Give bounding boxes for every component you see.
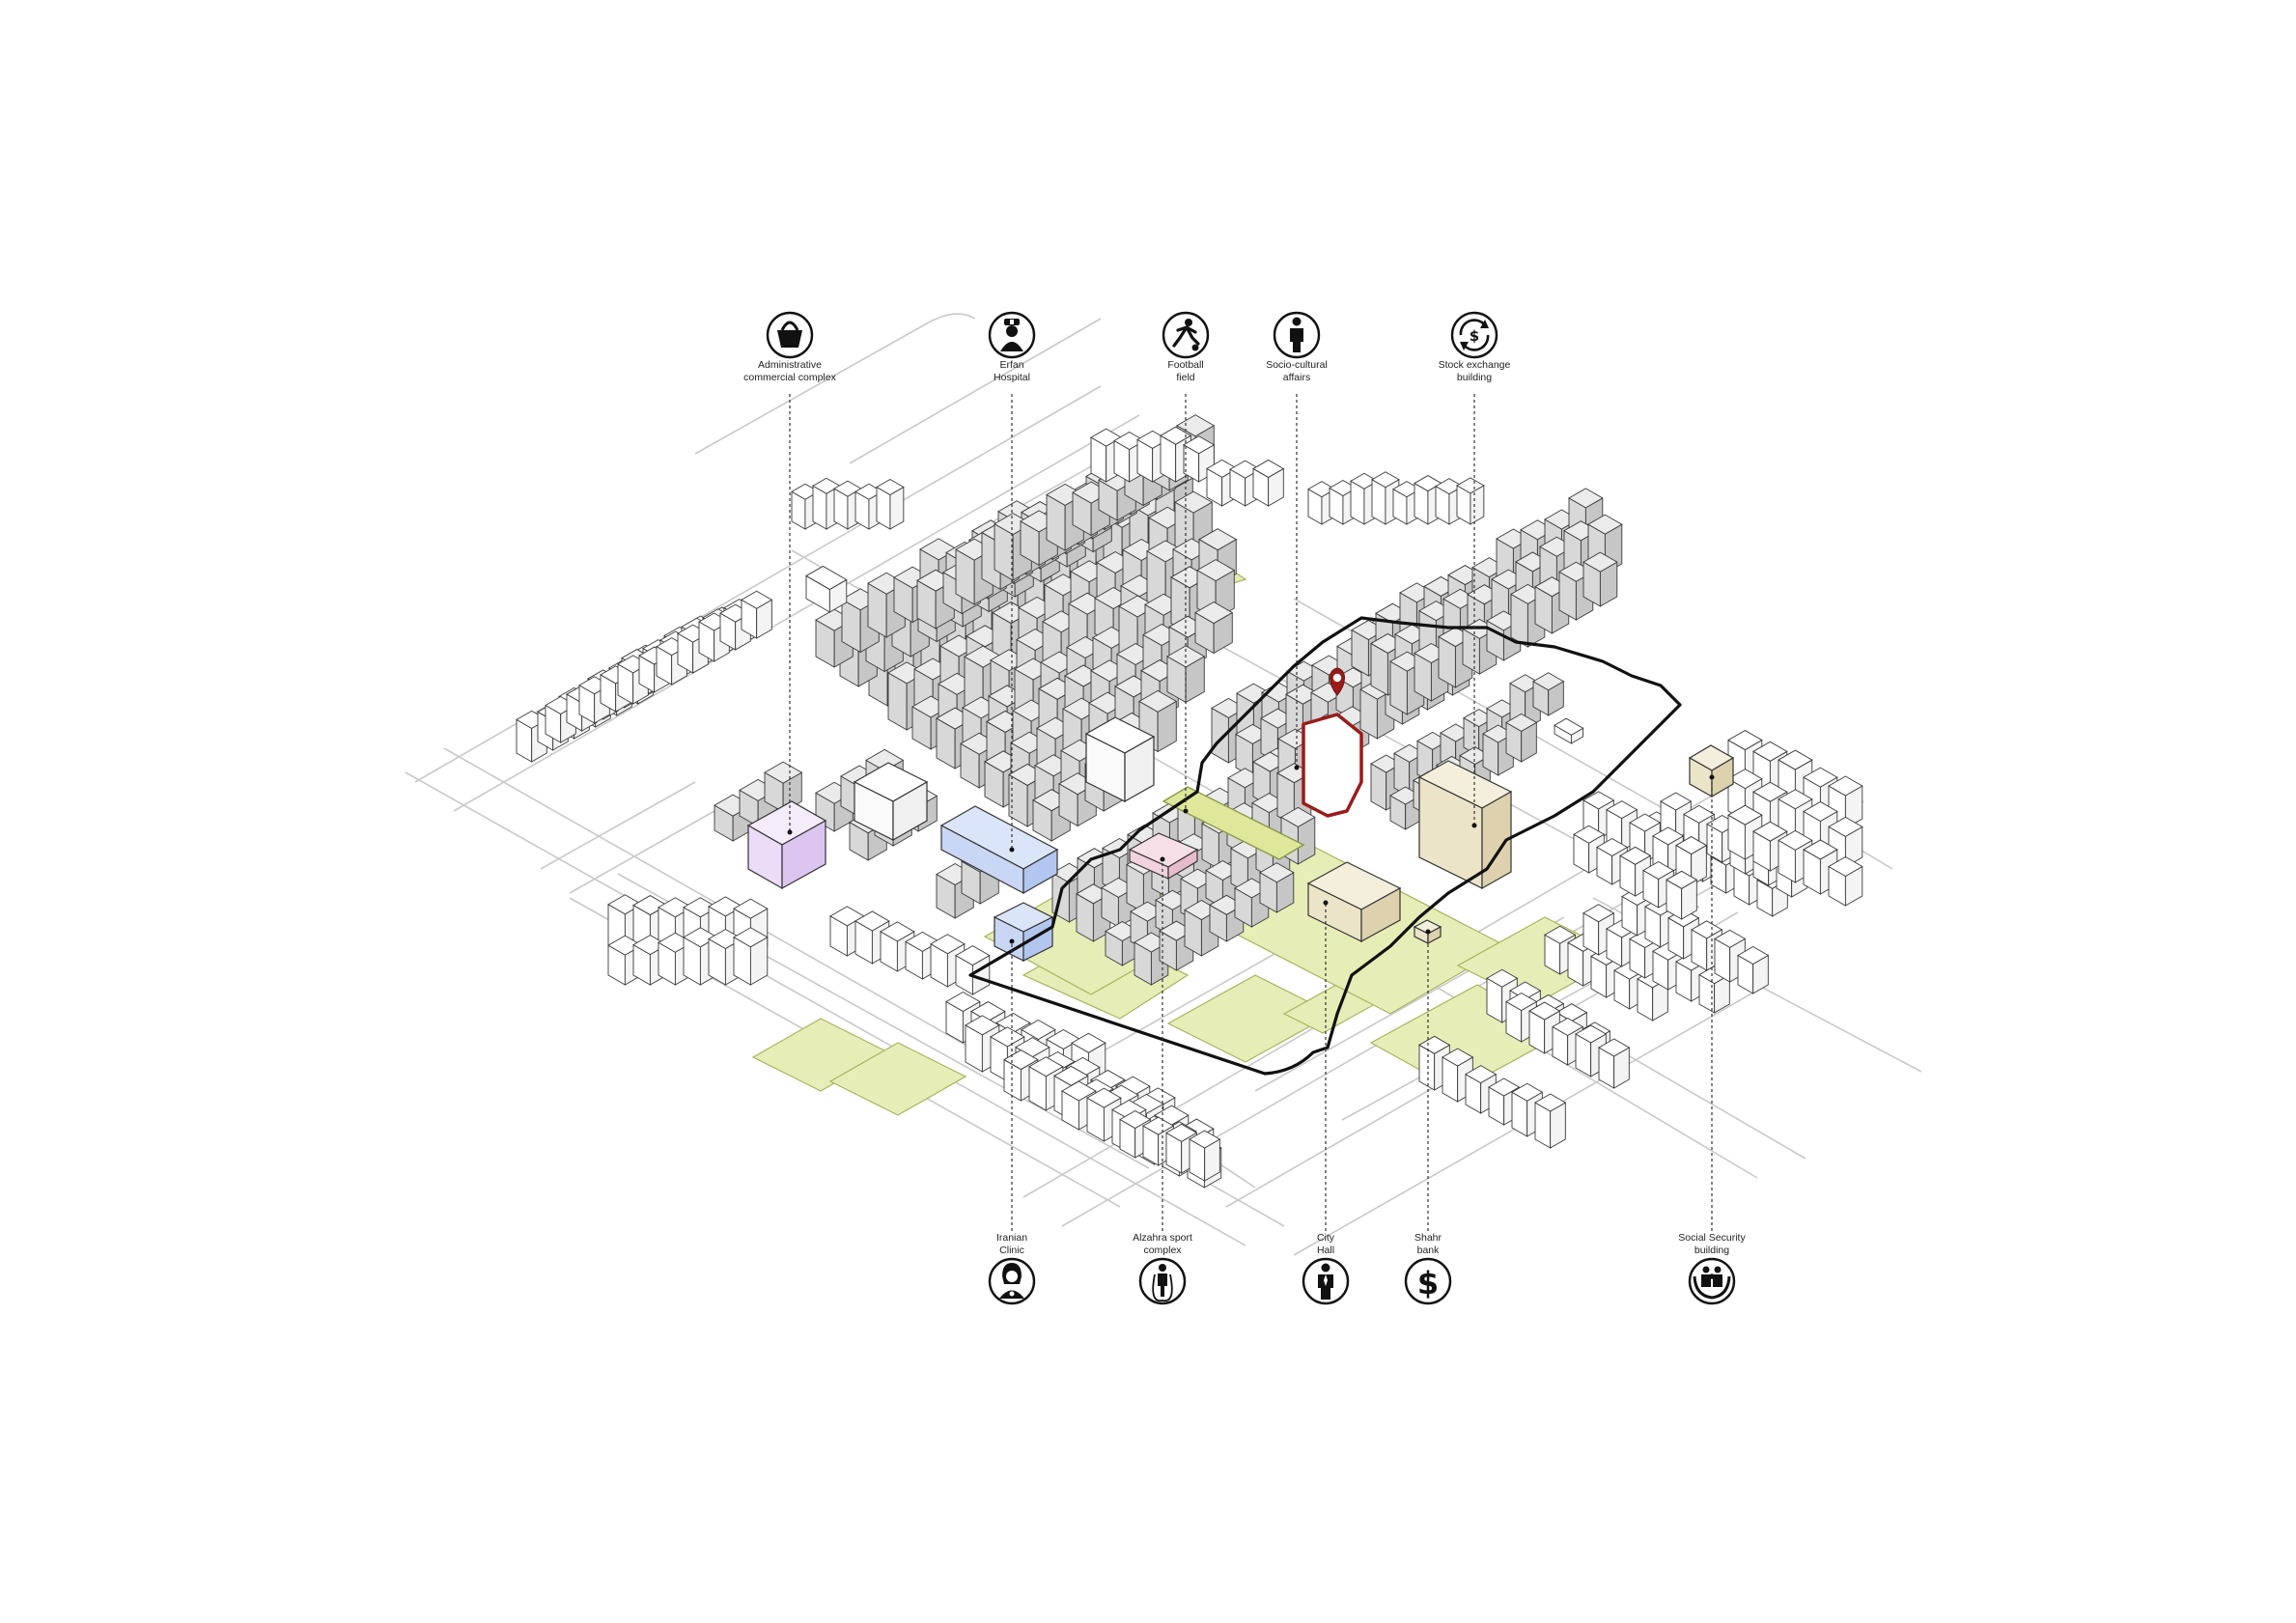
label-line2: complex	[1143, 1245, 1182, 1256]
erfan-hospital-building	[939, 805, 1059, 895]
label-line1: City	[1317, 1232, 1335, 1244]
label-administrative-complex: Administrative commercial complex	[743, 311, 837, 383]
context-building	[741, 590, 773, 639]
administrative-complex-building	[746, 800, 827, 890]
label-line2: affairs	[1283, 372, 1310, 383]
football-player-icon	[1172, 319, 1200, 351]
context-building	[1737, 945, 1770, 994]
label-line2: building	[1457, 372, 1492, 383]
currency-exchange-icon: $	[1459, 319, 1490, 351]
label-alzahra-sport: Alzahra sport complex	[1133, 1232, 1192, 1305]
context-building	[1196, 559, 1236, 620]
shopping-basket-icon	[777, 321, 802, 348]
label-line1: Socio-cultural	[1266, 359, 1328, 371]
stock-exchange-building	[1417, 760, 1513, 890]
label-shahr-bank: Shahr bank $	[1404, 1232, 1452, 1305]
label-line1: Alzahra sport	[1133, 1232, 1192, 1244]
context-building	[1505, 713, 1538, 763]
label-erfan-hospital: Erfan Hospital	[988, 311, 1036, 383]
leader-lines	[787, 394, 1715, 1231]
label-football-field: Football field	[1162, 311, 1210, 383]
label-line1: Football	[1167, 359, 1203, 371]
white-tower-west	[853, 762, 929, 842]
context-building	[955, 945, 991, 995]
label-line2: building	[1694, 1245, 1729, 1256]
white-tower-center	[1084, 716, 1156, 803]
project-site-outline	[1302, 713, 1363, 818]
label-line2: Hospital	[994, 372, 1030, 383]
label-line2: Hall	[1317, 1245, 1334, 1256]
context-building	[1194, 602, 1234, 655]
context-buildings	[516, 414, 1863, 1189]
doctor-icon	[999, 1263, 1024, 1299]
context-building	[1259, 862, 1295, 913]
context-building	[930, 934, 966, 988]
context-building	[1189, 1130, 1221, 1182]
context-building	[1666, 870, 1698, 920]
label-city-hall: City Hall	[1302, 1232, 1350, 1305]
context-building	[876, 478, 905, 530]
context-building	[1465, 1065, 1498, 1114]
context-building	[733, 927, 769, 986]
context-building	[1573, 825, 1606, 874]
context-building	[1828, 855, 1863, 907]
svg-text:$: $	[1470, 327, 1479, 345]
city-hall-building	[1306, 861, 1402, 943]
context-building	[1252, 459, 1285, 507]
label-line1: Iranian	[996, 1232, 1027, 1244]
context-building	[1165, 1123, 1198, 1174]
label-line1: Erfan	[999, 359, 1023, 371]
jump-rope-icon	[1152, 1264, 1173, 1302]
person-icon	[1290, 317, 1303, 352]
family-care-icon	[1693, 1266, 1731, 1300]
label-socio-cultural: Socio-cultural affairs	[1266, 311, 1328, 383]
football-field	[1162, 786, 1305, 860]
context-building	[1456, 477, 1485, 525]
label-iranian-clinic: Iranian Clinic	[988, 1232, 1036, 1305]
label-line2: Clinic	[999, 1245, 1024, 1256]
context-building	[805, 565, 848, 613]
businessman-icon	[1318, 1263, 1333, 1300]
context-building	[1534, 1093, 1567, 1149]
dollar-icon: $	[1417, 1265, 1439, 1301]
facility-buildings	[746, 716, 1735, 962]
label-line2: field	[1176, 372, 1194, 383]
context-building	[1606, 800, 1638, 852]
context-building	[1598, 1038, 1631, 1089]
label-line1: Stock exchange	[1439, 359, 1511, 371]
context-building	[1582, 551, 1618, 607]
label-line2: commercial complex	[743, 372, 836, 383]
label-social-security: Social Security building	[1678, 1232, 1746, 1305]
context-building	[1482, 724, 1515, 776]
label-line1: Social Security	[1678, 1232, 1746, 1244]
context-building	[1828, 775, 1863, 829]
label-stock-exchange: $ Stock exchange building	[1439, 311, 1511, 383]
context-building	[1136, 430, 1169, 483]
alzahra-sport-complex-building	[1128, 832, 1199, 881]
label-line2: bank	[1417, 1245, 1441, 1256]
label-line1: Shahr	[1414, 1232, 1442, 1244]
label-line1: Administrative	[758, 359, 822, 371]
location-pin-icon	[1330, 667, 1345, 696]
context-building	[1554, 717, 1584, 744]
project-boundary	[968, 616, 1682, 1076]
context-building	[764, 761, 803, 813]
nurse-icon	[1000, 319, 1023, 351]
context-building	[1532, 672, 1565, 716]
